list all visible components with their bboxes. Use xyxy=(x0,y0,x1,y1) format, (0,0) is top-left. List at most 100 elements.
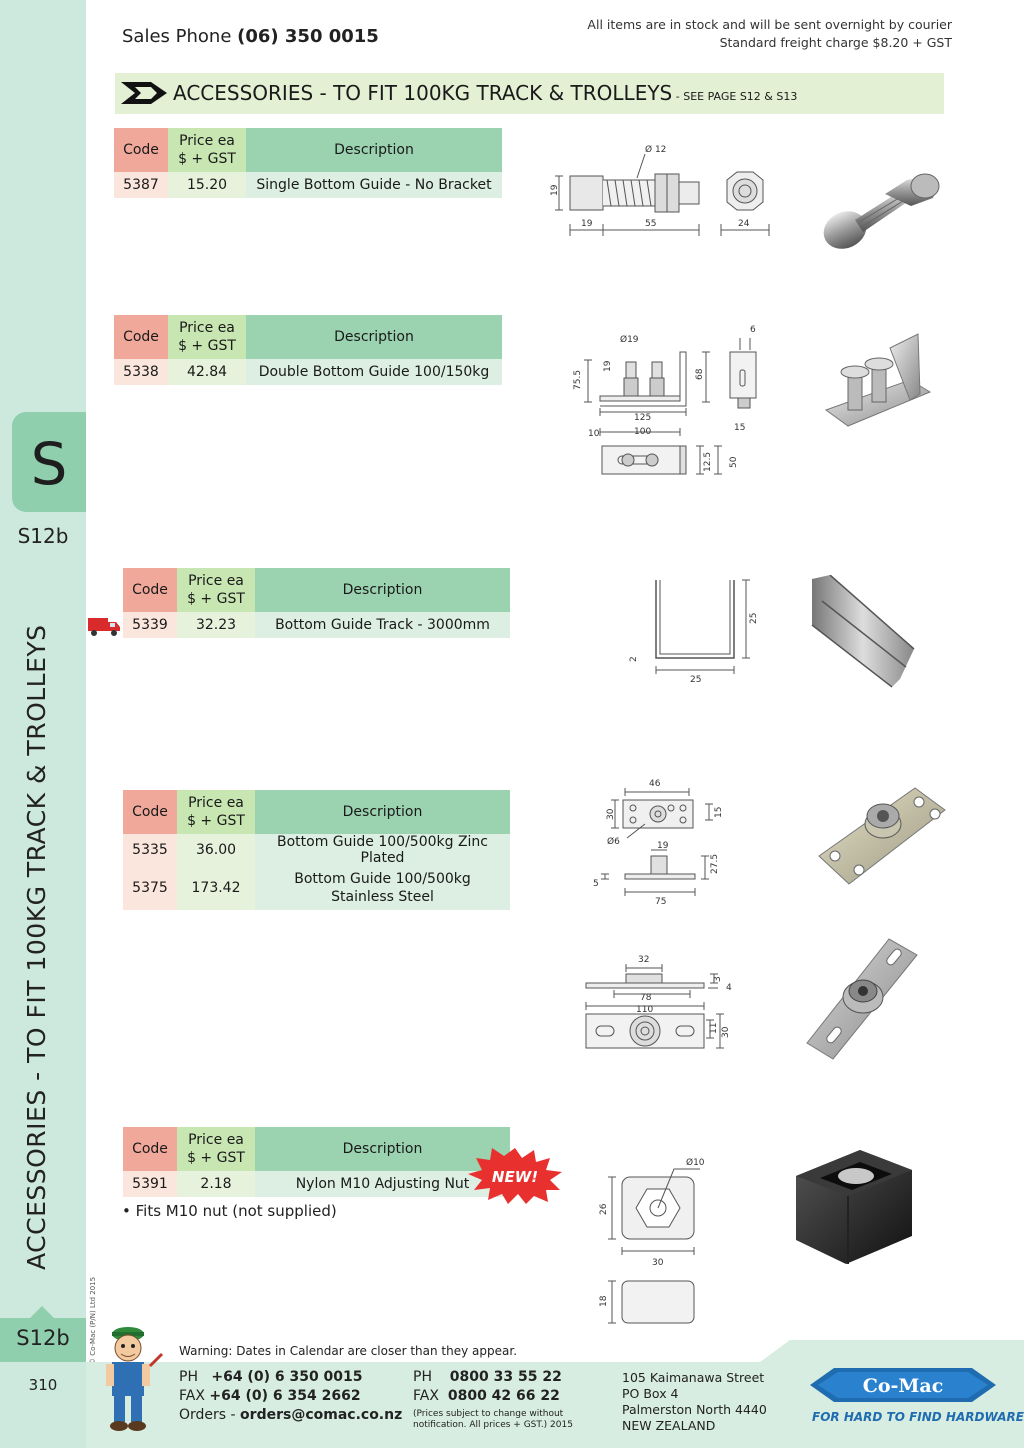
product-code: 5391 xyxy=(123,1171,177,1197)
header-price-line2: $ + GST xyxy=(178,338,236,354)
table-row[interactable]: 5339 32.23 Bottom Guide Track - 3000mm xyxy=(123,612,510,638)
sales-phone-number[interactable]: (06) 350 0015 xyxy=(237,26,379,47)
drawing-nylon-nut: Ø10 26 30 18 xyxy=(599,1157,705,1324)
address-line: NEW ZEALAND xyxy=(622,1418,716,1433)
product-code: 5375 xyxy=(123,866,177,910)
dim-label: 3 xyxy=(713,976,723,982)
dim-label: 24 xyxy=(738,219,750,229)
drawing-bottom-guide-stainless: 32 3 4 78 110 11 30 xyxy=(585,955,732,1049)
header-price-line1: Price ea xyxy=(179,320,235,336)
new-badge-text: NEW! xyxy=(492,1168,538,1186)
dim-label: 19 xyxy=(603,360,613,372)
dim-label: 10 xyxy=(588,429,600,439)
banner-title-text: ACCESSORIES - TO FIT 100KG TRACK & TROLL… xyxy=(173,81,673,105)
sidebar-vertical-title: ACCESSORIES - TO FIT 100KG TRACK & TROLL… xyxy=(22,624,51,1270)
product-description: Bottom Guide Track - 3000mm xyxy=(255,612,510,638)
drawing-bottom-guide-track: 25 2 25 xyxy=(629,579,759,685)
header-description: Description xyxy=(255,1127,510,1171)
dim-label: Ø 12 xyxy=(645,144,666,155)
address-line: Palmerston North 4440 xyxy=(622,1402,767,1417)
dim-label: 30 xyxy=(606,808,616,820)
header-price: Price ea$ + GST xyxy=(168,128,246,172)
section-tab[interactable]: S xyxy=(12,412,86,512)
product-description-line1: Bottom Guide 100/500kg xyxy=(294,871,471,887)
product-description-line2: Stainless Steel xyxy=(331,889,434,905)
fax2-number[interactable]: 0800 42 66 22 xyxy=(447,1388,560,1404)
dim-label: 25 xyxy=(690,675,701,685)
stock-note: All items are in stock and will be sent … xyxy=(587,16,952,52)
photo-nylon-nut xyxy=(796,1150,912,1264)
dim-label: 110 xyxy=(636,1005,653,1015)
product-code: 5387 xyxy=(114,172,168,198)
fax-number[interactable]: +64 (0) 6 354 2662 xyxy=(209,1388,361,1404)
drawing-bottom-guide-zinc: 46 30 15 Ø6 19 5 27.5 75 xyxy=(593,779,724,907)
sidebar xyxy=(0,0,86,1448)
fits-note: • Fits M10 nut (not supplied) xyxy=(122,1202,337,1220)
mascot-image xyxy=(106,1327,164,1431)
product-price: 2.18 xyxy=(177,1171,255,1197)
banner-title: ACCESSORIES - TO FIT 100KG TRACK & TROLL… xyxy=(173,81,797,105)
drawing-single-bottom-guide: Ø 12 19 19 55 24 xyxy=(550,144,770,236)
header-code: Code xyxy=(114,128,168,172)
bottom-section-code: S12b xyxy=(16,1326,70,1350)
table-row[interactable]: 5335 36.00 Bottom Guide 100/500kg Zinc P… xyxy=(123,834,510,866)
fax2-label: FAX xyxy=(413,1388,439,1404)
product-code: 5339 xyxy=(123,612,177,638)
dim-label: 5 xyxy=(593,879,599,889)
dim-label: Ø10 xyxy=(686,1157,705,1168)
dim-label: 78 xyxy=(640,993,652,1003)
product-table-5387: Code Price ea$ + GST Description 5387 15… xyxy=(114,128,502,198)
section-tab-letter: S xyxy=(30,430,68,498)
product-description: Double Bottom Guide 100/150kg xyxy=(246,359,502,385)
product-table-5338: Code Price ea $ + GST Description 5338 42… xyxy=(114,315,502,385)
price-note: (Prices subject to change without notifi… xyxy=(413,1409,573,1431)
dim-label: 6 xyxy=(750,325,756,335)
product-description: Single Bottom Guide - No Bracket xyxy=(246,172,502,198)
dim-label: 19 xyxy=(581,219,593,229)
table-row[interactable]: 5391 2.18 Nylon M10 Adjusting Nut xyxy=(123,1171,510,1197)
header-code: Code xyxy=(123,1127,177,1171)
dim-label: 75.5 xyxy=(573,370,583,390)
photo-bottom-guide-stainless xyxy=(806,938,918,1060)
fax-label: FAX xyxy=(179,1388,205,1404)
header-description: Description xyxy=(255,568,510,612)
table-row[interactable]: 5338 42.84 Double Bottom Guide 100/150kg xyxy=(114,359,502,385)
footer-contact-intl: PH +64 (0) 6 350 0015 FAX +64 (0) 6 354 … xyxy=(179,1368,402,1425)
photo-double-bottom-guide xyxy=(824,333,932,427)
table-row[interactable]: 5387 15.20 Single Bottom Guide - No Brac… xyxy=(114,172,502,198)
dim-label: 19 xyxy=(657,841,669,851)
orders-email[interactable]: orders@comac.co.nz xyxy=(240,1407,403,1423)
header-code: Code xyxy=(114,315,168,359)
ph-label: PH xyxy=(179,1369,198,1385)
dim-label: 125 xyxy=(634,413,651,423)
header-price-line1: Price ea xyxy=(188,795,244,811)
header-description: Description xyxy=(246,315,502,359)
photo-single-bottom-guide xyxy=(823,173,940,249)
dim-label: Ø6 xyxy=(607,836,620,847)
header-price: Price ea $ + GST xyxy=(168,315,246,359)
footer-contact-free: PH 0800 33 55 22 FAX 0800 42 66 22 (Pric… xyxy=(413,1368,573,1431)
product-table-5391: Code Price ea $ + GST Description 5391 2.… xyxy=(123,1127,510,1197)
photo-bottom-guide-track xyxy=(811,575,915,688)
ph2-number[interactable]: 0800 33 55 22 xyxy=(449,1369,562,1385)
header-price-line1: Price ea xyxy=(188,1132,244,1148)
header-code: Code xyxy=(123,568,177,612)
page-number: 310 xyxy=(28,1376,58,1394)
dim-label: 100 xyxy=(634,427,651,437)
product-price: 36.00 xyxy=(177,834,255,866)
header-price-line2: $ + GST xyxy=(187,1150,245,1166)
ph-number[interactable]: +64 (0) 6 350 0015 xyxy=(211,1369,363,1385)
header-price: Price ea $ + GST xyxy=(177,790,255,834)
dim-label: 2 xyxy=(629,656,639,662)
product-code: 5338 xyxy=(114,359,168,385)
dim-label: 32 xyxy=(638,955,649,965)
photo-bottom-guide-zinc xyxy=(818,787,946,885)
address-line: PO Box 4 xyxy=(622,1386,679,1401)
dim-label: 15 xyxy=(734,423,745,433)
header-price-line2: $ + GST xyxy=(187,813,245,829)
dim-label: 75 xyxy=(655,897,666,907)
price-note-line2: notification. All prices + GST.) 2015 xyxy=(413,1420,573,1430)
price-note-line1: (Prices subject to change without xyxy=(413,1409,564,1419)
stock-note-line2: Standard freight charge $8.20 + GST xyxy=(719,35,952,50)
